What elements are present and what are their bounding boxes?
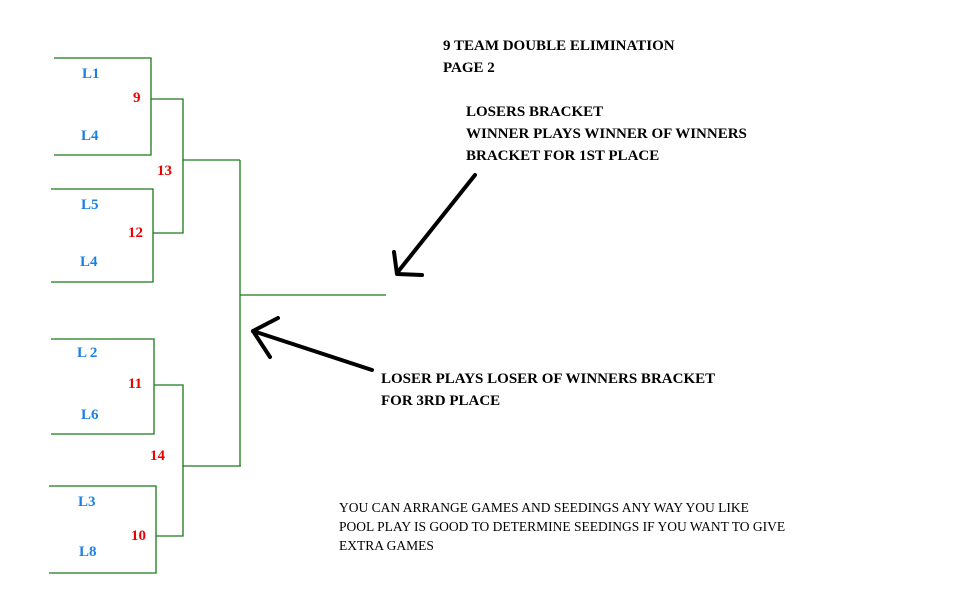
losers-bracket-note-line: LOSERS BRACKET (466, 104, 604, 120)
seeding-note-line: YOU CAN ARRANGE GAMES AND SEEDINGS ANY W… (339, 500, 749, 515)
game-number: 11 (128, 376, 143, 392)
team-label: L3 (78, 494, 96, 510)
third-place-note-line: LOSER PLAYS LOSER OF WINNERS BRACKET (381, 371, 716, 387)
bracket-line-game-13 (151, 98, 184, 234)
arrow-to-final-icon (392, 173, 477, 277)
game-number: 14 (150, 448, 165, 464)
team-label: L4 (81, 128, 99, 144)
team-label: L8 (79, 544, 97, 560)
page-subtitle: PAGE 2 (443, 60, 495, 76)
seeding-note-line: EXTRA GAMES (339, 538, 434, 553)
game-number: 13 (157, 163, 172, 179)
bracket-line-game-12 (51, 188, 154, 283)
game-number: 9 (133, 90, 141, 106)
game-number: 12 (128, 225, 143, 241)
losers-bracket-note-line: WINNER PLAYS WINNER OF WINNERS (466, 126, 747, 142)
team-label: L4 (80, 254, 98, 270)
bracket-line-game-11 (51, 338, 155, 435)
bracket-line-game-14 (154, 384, 184, 537)
arrow-to-losers-icon (251, 316, 374, 372)
game-number: 10 (131, 528, 146, 544)
losers-bracket-note-line: BRACKET FOR 1ST PLACE (466, 148, 660, 164)
team-label: L 2 (77, 345, 98, 361)
team-label: L6 (81, 407, 99, 423)
third-place-note-line: FOR 3RD PLACE (381, 393, 501, 409)
seeding-note-line: POOL PLAY IS GOOD TO DETERMINE SEEDINGS … (339, 519, 786, 534)
page-title: 9 TEAM DOUBLE ELIMINATION (443, 38, 675, 54)
team-label: L5 (81, 197, 99, 213)
bracket-line-game-10 (49, 485, 157, 574)
team-label: L1 (82, 66, 100, 82)
bracket-line-game-9 (54, 57, 152, 156)
